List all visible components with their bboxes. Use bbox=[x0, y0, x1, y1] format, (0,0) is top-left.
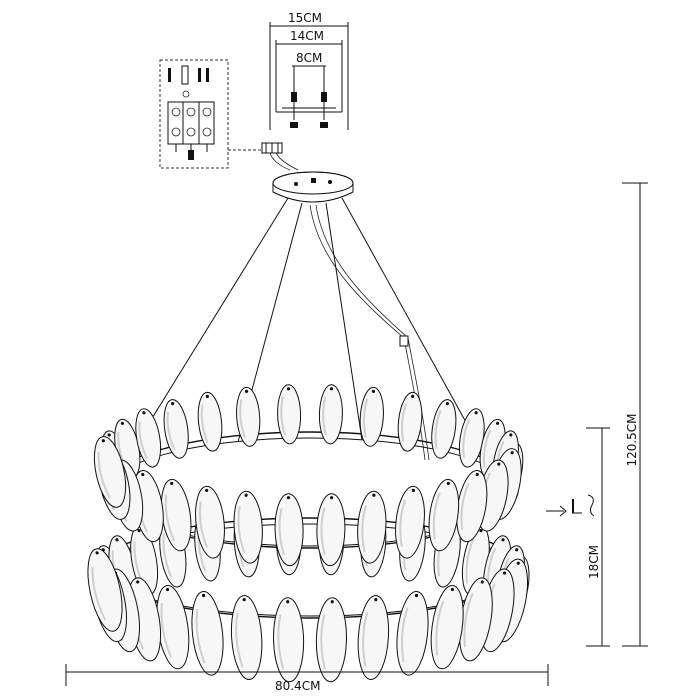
crystal-leaf bbox=[230, 595, 263, 680]
terminal-block-detail bbox=[159, 59, 299, 171]
dim-top-mid-label: 14CM bbox=[290, 29, 324, 43]
dim-diameter-label: 80.4CM bbox=[275, 679, 320, 693]
crystal-leaf bbox=[160, 478, 192, 552]
side-clip-detail bbox=[546, 494, 595, 517]
crystal-leaf bbox=[318, 384, 343, 445]
screw-right bbox=[320, 76, 328, 128]
crystal-leaf bbox=[458, 577, 493, 662]
crystal-leaf bbox=[135, 408, 162, 468]
crystal-leaf bbox=[428, 478, 460, 552]
dim-top-inner-label: 8CM bbox=[296, 51, 322, 65]
crystal-leaf bbox=[233, 490, 263, 564]
crystal-leaf bbox=[156, 585, 190, 670]
crystal-leaf bbox=[395, 485, 425, 559]
crystal-leaf bbox=[431, 399, 457, 459]
dim-ring-height-label: 18CM bbox=[587, 545, 601, 579]
crystal-leaf bbox=[274, 493, 304, 567]
crystal-leaf bbox=[197, 391, 223, 452]
crystal-leaf bbox=[273, 597, 305, 683]
dim-top-outer-label: 15CM bbox=[288, 11, 322, 25]
dim-diameter: 80.4CM bbox=[65, 664, 549, 693]
crystal-leaf bbox=[315, 597, 347, 683]
dim-total-height: 120.5CM bbox=[622, 182, 648, 647]
crystal-leaf bbox=[396, 591, 429, 676]
crystal-leaf bbox=[277, 384, 302, 445]
dim-total-height-label: 120.5CM bbox=[625, 413, 639, 466]
crystal-leaf bbox=[359, 386, 384, 447]
dim-ring-height: 18CM bbox=[586, 427, 610, 647]
crystal-leaf bbox=[163, 399, 189, 459]
screw-left bbox=[290, 76, 298, 128]
crystal-leaf bbox=[195, 485, 225, 559]
crystal-leaf bbox=[316, 493, 346, 567]
crystal-leaf bbox=[430, 585, 464, 670]
crystal-leaf bbox=[191, 591, 224, 676]
ceiling-canopy bbox=[272, 171, 354, 203]
suspension-cables bbox=[124, 197, 489, 463]
front-crystal-leaves bbox=[87, 436, 529, 683]
crystal-leaf bbox=[236, 386, 261, 447]
crystal-leaf bbox=[397, 391, 423, 452]
crystal-leaf bbox=[93, 436, 127, 508]
crystal-leaf bbox=[357, 595, 390, 680]
crystal-leaf bbox=[87, 548, 123, 632]
mounting-plate-detail: 15CM 14CM 8CM bbox=[269, 11, 349, 130]
crystal-leaf bbox=[357, 490, 387, 564]
